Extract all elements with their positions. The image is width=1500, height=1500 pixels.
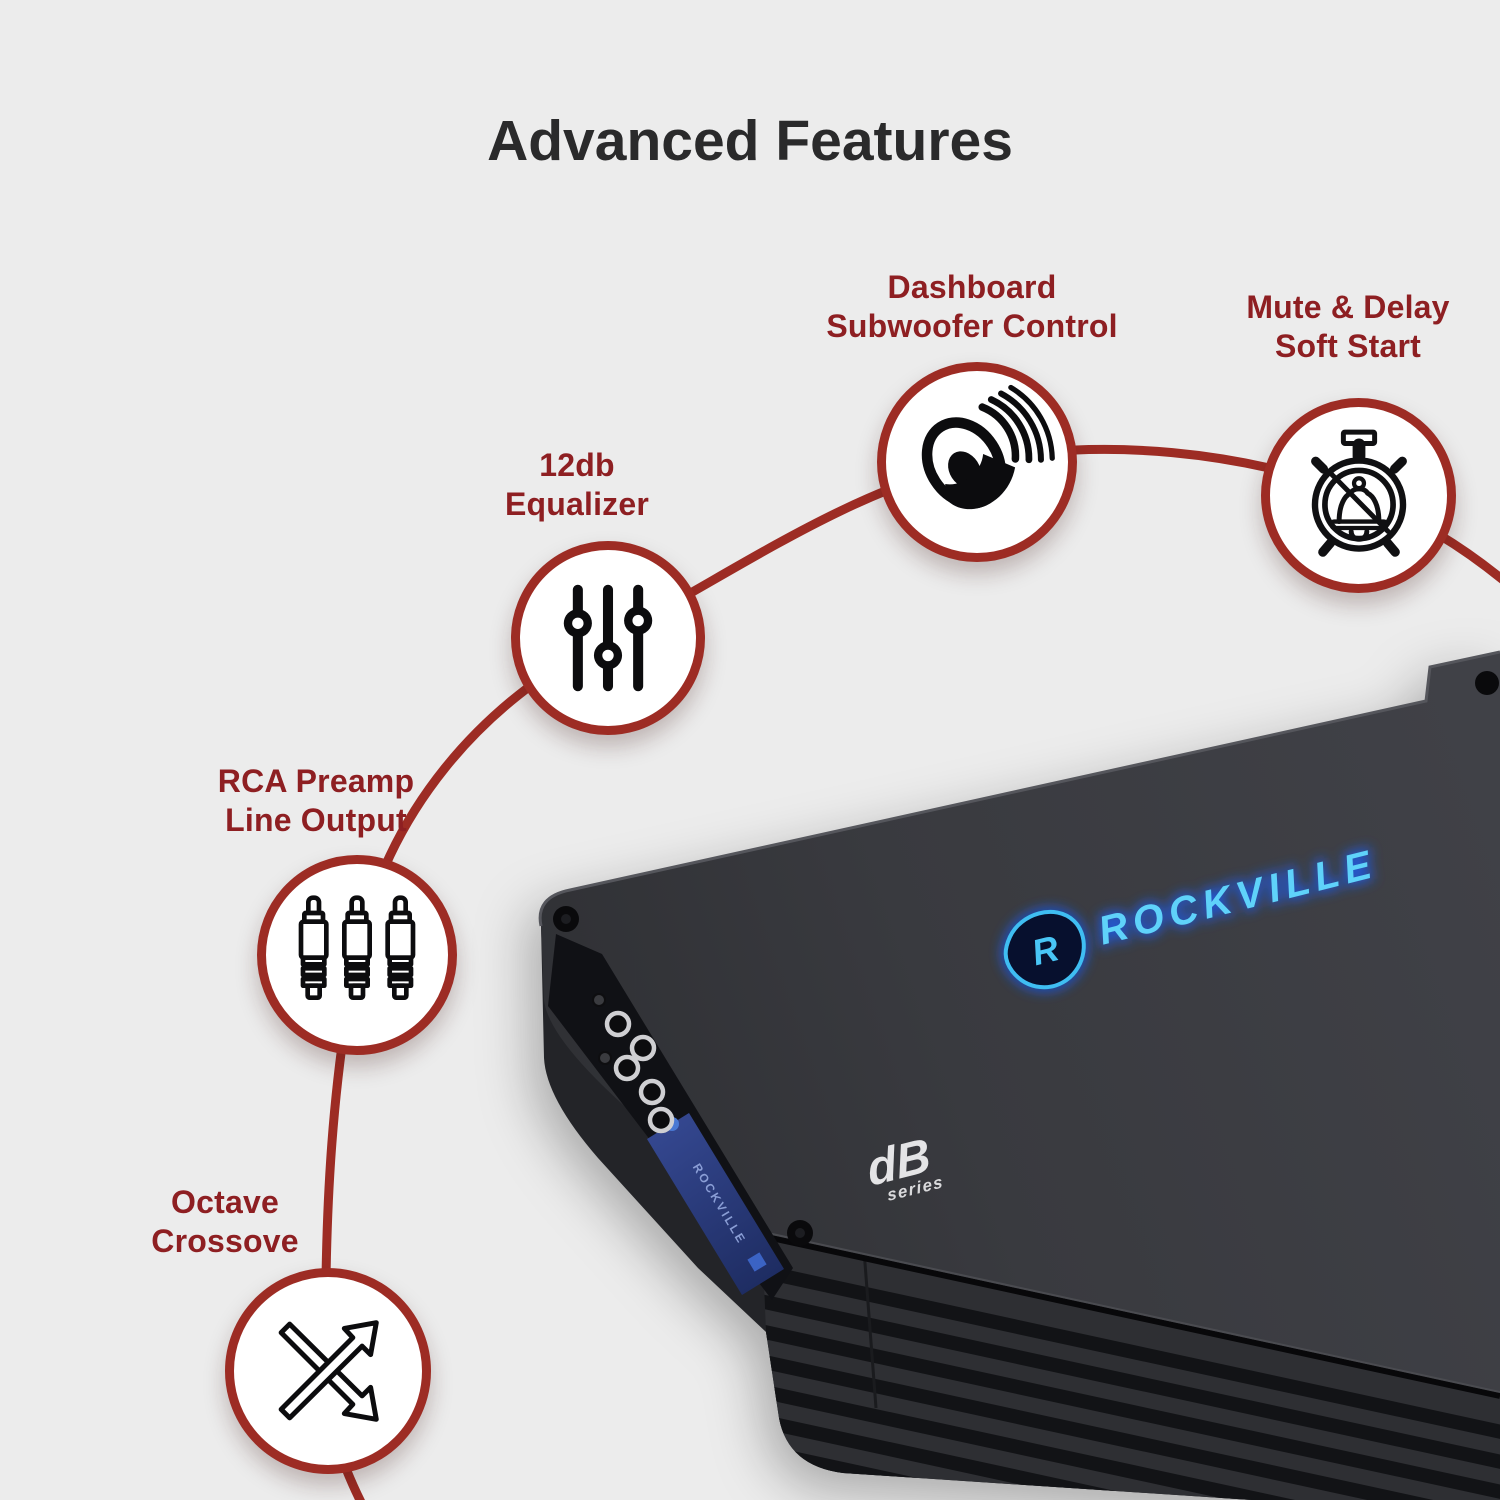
feature-label-rca-preamp-line-output: RCA Preamp Line Output bbox=[218, 762, 414, 840]
crossover-arrows-icon bbox=[278, 1320, 379, 1422]
screw-holes bbox=[553, 671, 1499, 1246]
heatsink-fins bbox=[761, 1231, 1500, 1500]
label-line: Crossove bbox=[151, 1223, 299, 1260]
feature-circle-equalizer bbox=[511, 541, 705, 735]
amp-top-edge-highlight bbox=[538, 650, 1500, 927]
label-line: Soft Start bbox=[1275, 328, 1421, 365]
feature-label-dashboard-subwoofer-control: Dashboard Subwoofer Control bbox=[826, 268, 1117, 346]
label-line: RCA Preamp bbox=[217, 763, 415, 799]
equalizer-sliders-icon bbox=[563, 584, 653, 692]
feature-circle-crossover bbox=[225, 1268, 431, 1474]
feature-circle-mute-delay bbox=[1261, 398, 1456, 593]
label-line: Equalizer bbox=[504, 486, 650, 523]
connector-panel: ROCKVILLE bbox=[548, 934, 793, 1300]
rockville-shield-icon: R bbox=[1001, 908, 1088, 992]
muted-alarm-stopwatch-icon bbox=[1310, 429, 1407, 557]
rca-connectors-icon bbox=[298, 895, 416, 1001]
label-line: 12db bbox=[539, 447, 615, 483]
faceplate bbox=[647, 1113, 784, 1295]
feature-circle-subwoofer bbox=[877, 362, 1077, 562]
feature-label-12db-equalizer: 12db Equalizer bbox=[505, 446, 649, 524]
label-line: Line Output bbox=[225, 802, 407, 839]
feature-circle-rca-preamp bbox=[257, 855, 457, 1055]
feature-label-octave-crossover: Octave Crossove bbox=[151, 1183, 298, 1261]
feature-label-mute-delay-soft-start: Mute & Delay Soft Start bbox=[1246, 288, 1449, 366]
faceplate-badge bbox=[747, 1252, 767, 1272]
rca-jacks bbox=[592, 993, 675, 1134]
speaker-icon bbox=[921, 384, 1055, 510]
label-line: Dashboard bbox=[887, 269, 1057, 305]
label-line: Octave bbox=[171, 1184, 279, 1220]
amp-top-plate bbox=[540, 652, 1500, 1396]
label-line: Subwoofer Control bbox=[826, 308, 1118, 345]
page-title: Advanced Features bbox=[487, 109, 1013, 173]
label-line: Mute & Delay bbox=[1246, 289, 1450, 325]
